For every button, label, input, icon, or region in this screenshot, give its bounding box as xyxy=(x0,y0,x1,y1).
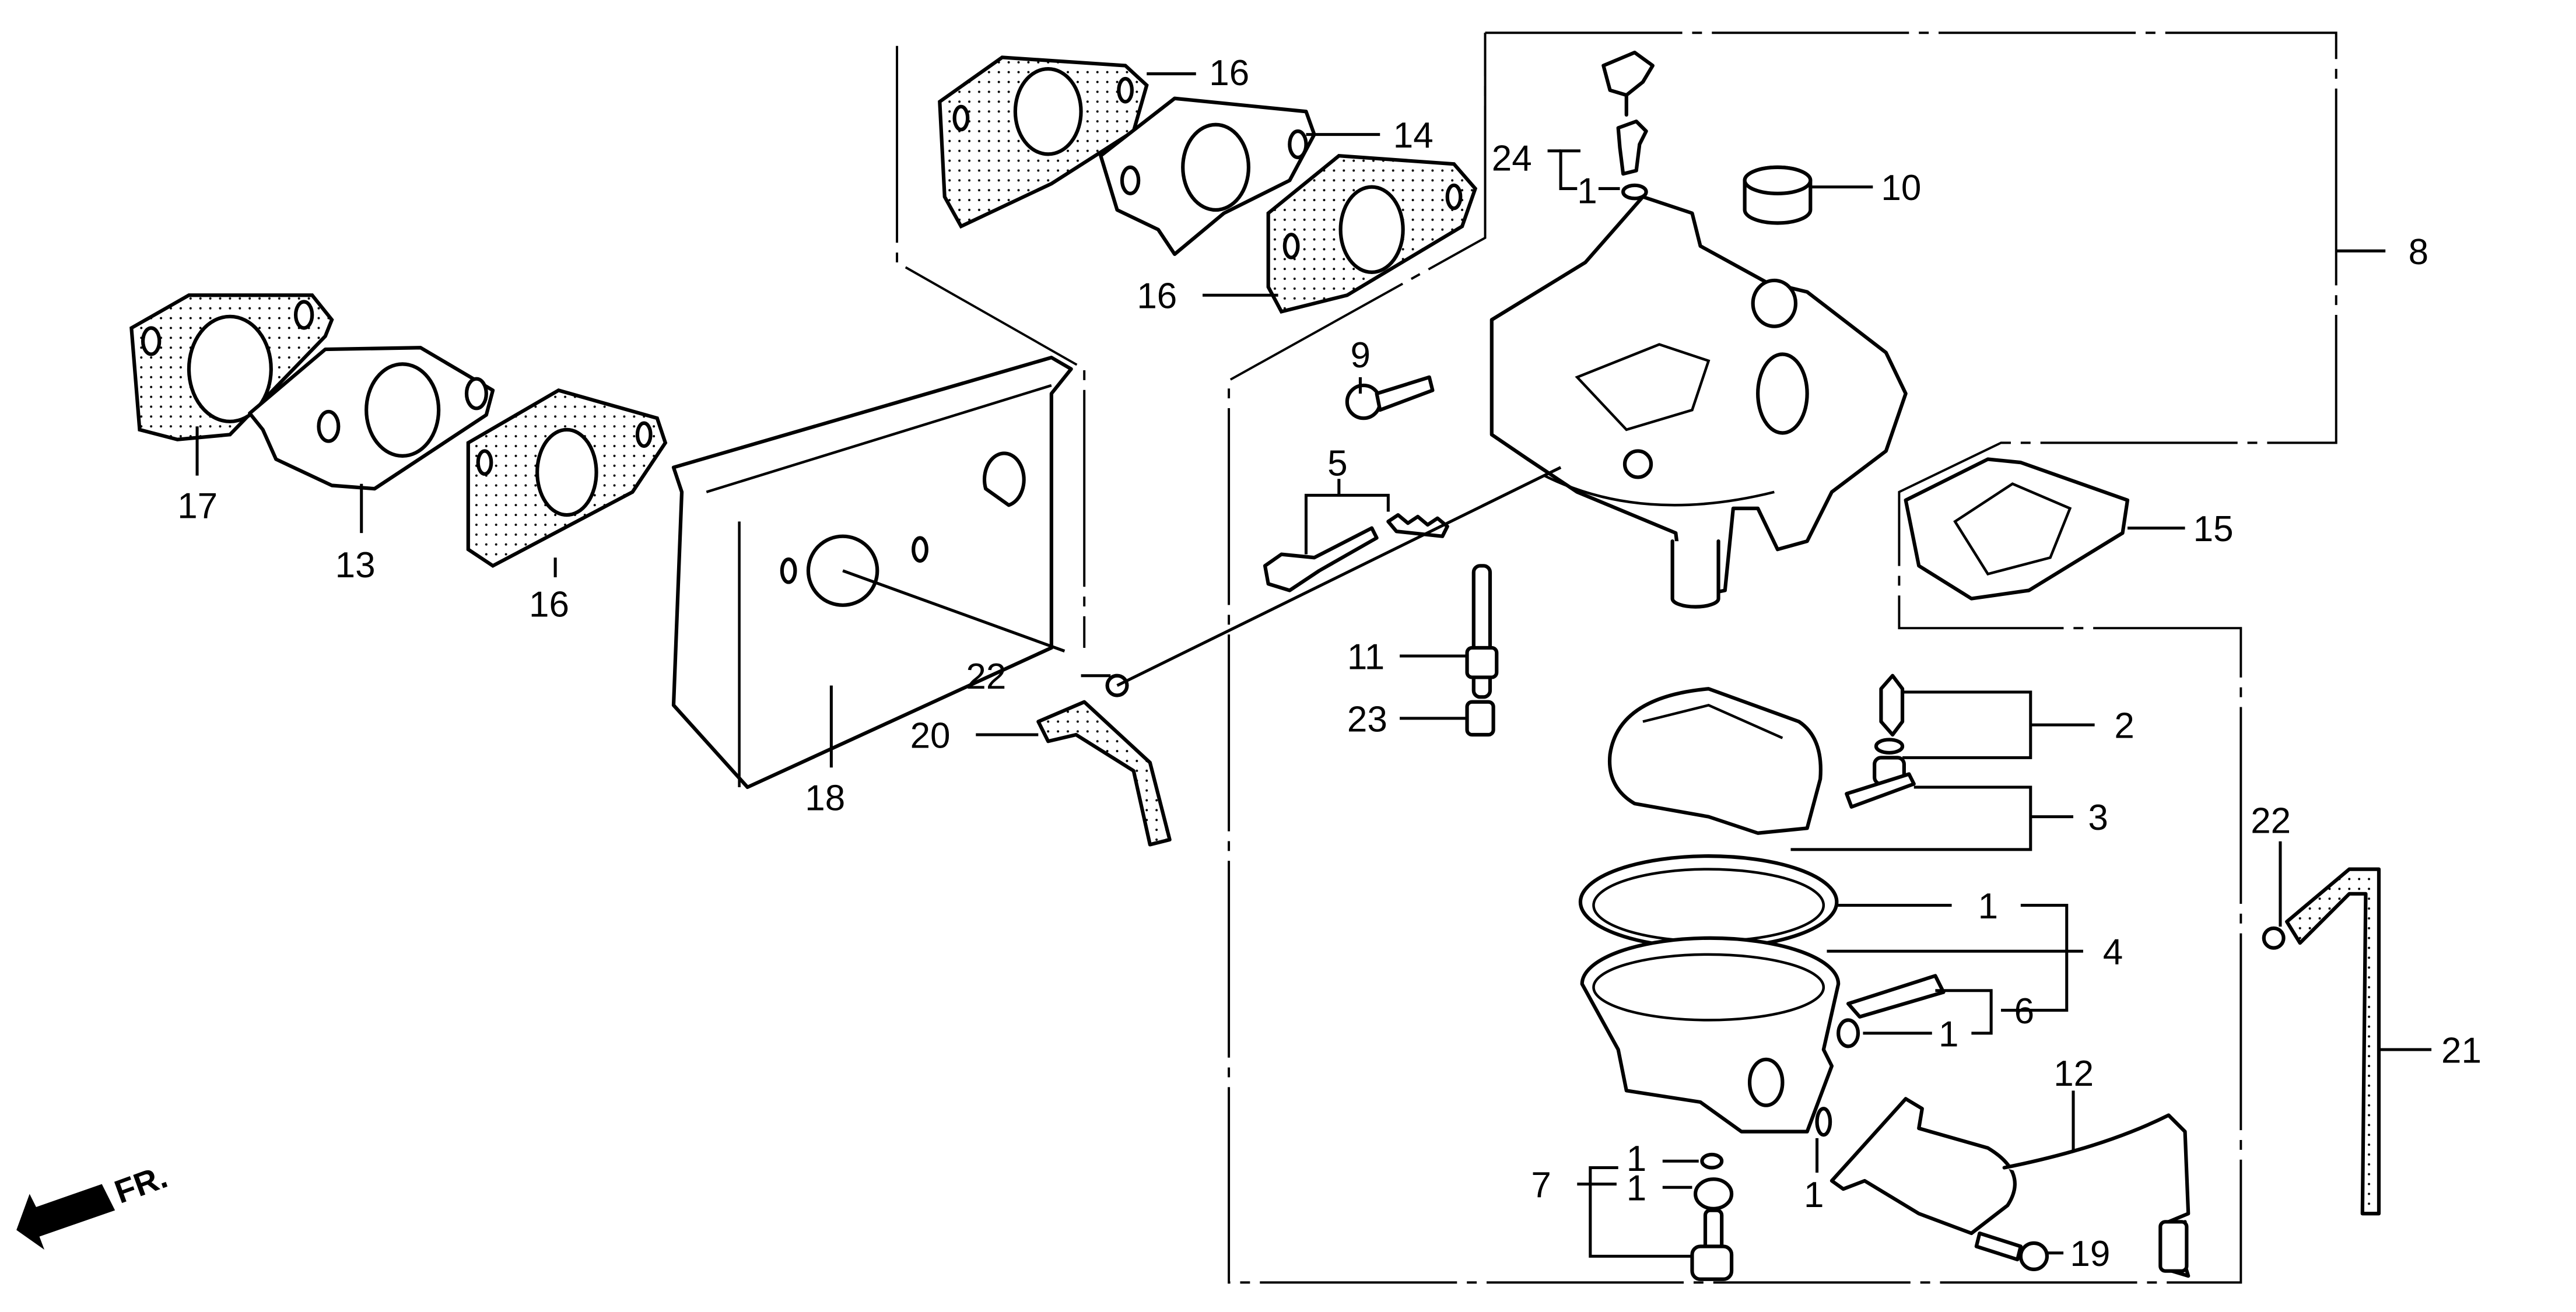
callout-7[interactable]: 7 xyxy=(1531,1165,1551,1205)
part-16-gasket-mid[interactable] xyxy=(1266,154,1478,314)
part-7-drain-bolt[interactable] xyxy=(1690,1152,1734,1281)
callout-12[interactable]: 12 xyxy=(2053,1054,2094,1094)
front-label: FR. xyxy=(110,1158,172,1211)
callout-16[interactable]: 16 xyxy=(1137,276,1177,317)
group-boundary-lines xyxy=(896,31,2386,1284)
float-chamber-gasket[interactable] xyxy=(1578,854,1839,950)
part-9-screw[interactable] xyxy=(1345,375,1435,420)
callout-1[interactable]: 1 xyxy=(1978,886,1998,927)
part-6-drain-screw[interactable] xyxy=(1846,974,1946,1019)
callout-4[interactable]: 4 xyxy=(2103,932,2123,973)
callout-8[interactable]: 8 xyxy=(2409,232,2428,272)
part-3-float-pin[interactable] xyxy=(1845,772,1916,809)
arrow-icon xyxy=(16,1184,115,1250)
front-direction-arrow: FR. xyxy=(16,1158,172,1250)
callout-13[interactable]: 13 xyxy=(335,545,376,585)
part-16-gasket-top[interactable] xyxy=(938,55,1149,229)
part-16-gasket-left[interactable] xyxy=(466,388,668,568)
callout-22[interactable]: 22 xyxy=(2251,801,2291,841)
part-5-throttle-stop-screw[interactable] xyxy=(1263,513,1449,592)
part-2-float-valve-set[interactable] xyxy=(1873,673,1906,786)
callout-1[interactable]: 1 xyxy=(1627,1139,1646,1179)
callout-21[interactable]: 21 xyxy=(2441,1031,2482,1071)
callout-14[interactable]: 14 xyxy=(1393,115,1434,156)
part-18-heat-shield[interactable] xyxy=(671,356,1073,790)
callout-20[interactable]: 20 xyxy=(910,716,951,756)
callout-5[interactable]: 5 xyxy=(1327,444,1347,484)
part-23-main-jet[interactable] xyxy=(1465,700,1495,737)
callout-1[interactable]: 1 xyxy=(1939,1014,1958,1054)
part-12-fuel-cut-solenoid[interactable] xyxy=(1830,1097,2191,1278)
callout-10[interactable]: 10 xyxy=(1881,168,1921,208)
float xyxy=(1607,687,1823,835)
callout-19[interactable]: 19 xyxy=(2070,1234,2110,1274)
part-4-float-chamber[interactable] xyxy=(1580,936,1841,1134)
part-19-screw[interactable] xyxy=(1974,1231,2049,1271)
callout-17[interactable]: 17 xyxy=(177,486,218,527)
callout-9[interactable]: 9 xyxy=(1351,335,1371,376)
part-13-insulator[interactable] xyxy=(248,346,495,491)
callout-1[interactable]: 1 xyxy=(1804,1175,1824,1215)
callout-3[interactable]: 3 xyxy=(2088,798,2108,838)
callout-2[interactable]: 2 xyxy=(2114,706,2134,746)
callout-18[interactable]: 18 xyxy=(805,778,845,818)
callout-1[interactable]: 1 xyxy=(1627,1169,1646,1209)
callout-1[interactable]: 1 xyxy=(1577,171,1597,212)
part-17-gasket[interactable] xyxy=(129,293,334,441)
part-8-carburetor-body[interactable] xyxy=(1489,195,1908,609)
part-15-gasket[interactable] xyxy=(1904,457,2130,601)
part-11-main-nozzle[interactable] xyxy=(1465,564,1499,699)
callout-15[interactable]: 15 xyxy=(2193,509,2234,549)
callout-22[interactable]: 22 xyxy=(966,657,1006,697)
leader-lines xyxy=(195,72,2432,1258)
part-24-pilot-screw-set[interactable] xyxy=(1601,50,1655,201)
callout-11[interactable]: 11 xyxy=(1347,637,1385,678)
part-14-insulator[interactable] xyxy=(1099,96,1316,257)
callout-16[interactable]: 16 xyxy=(1209,53,1249,93)
callout-23[interactable]: 23 xyxy=(1347,699,1387,739)
callout-6[interactable]: 6 xyxy=(2014,991,2034,1032)
part-21-fuel-tube[interactable] xyxy=(2285,867,2381,1216)
callout-24[interactable]: 24 xyxy=(1492,139,1532,179)
part-10-cap[interactable] xyxy=(1743,165,1813,225)
part-20-fuel-tube[interactable] xyxy=(1036,700,1172,847)
callout-16[interactable]: 16 xyxy=(529,585,569,625)
callout-labels: 16 14 16 17 13 16 18 22 20 24 1 10 8 9 5… xyxy=(177,53,2482,1274)
o-ring-small[interactable] xyxy=(1815,1018,1860,1137)
